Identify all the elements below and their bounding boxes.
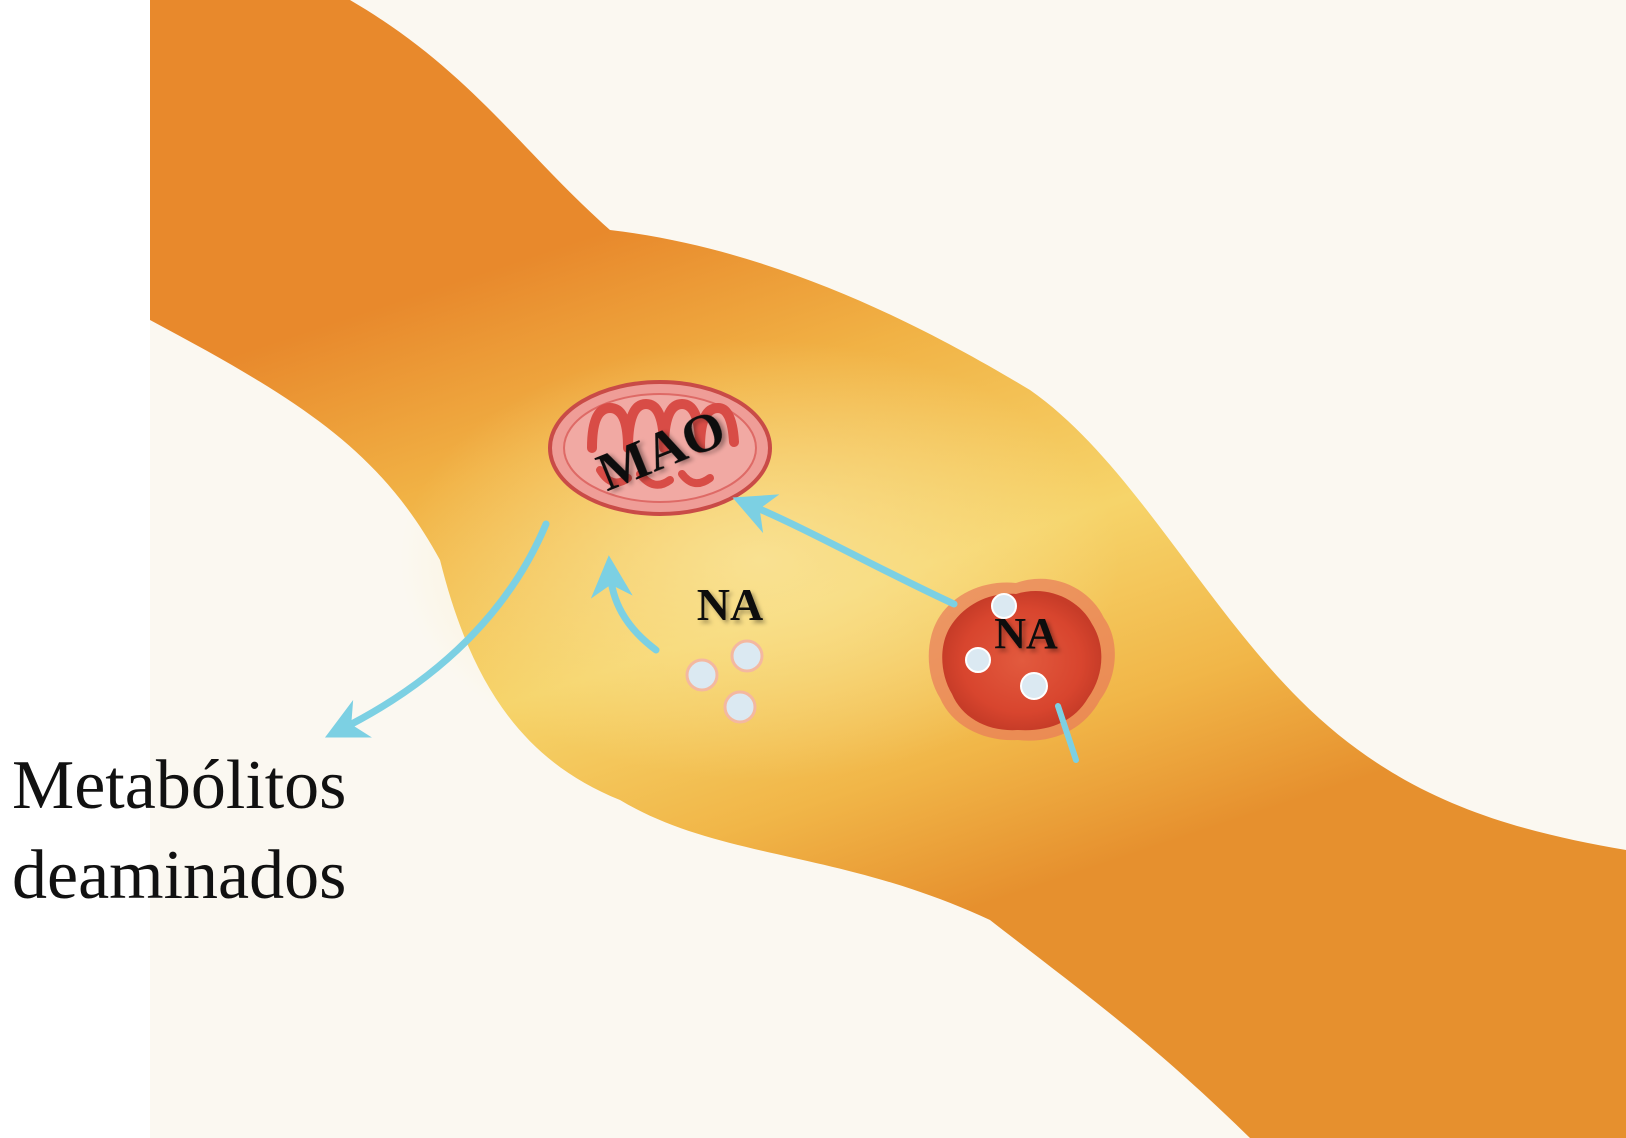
na-vesicle-label: NA <box>994 609 1058 658</box>
metabolites-label-line1: Metabólitos <box>12 747 346 824</box>
na-free-label: NA <box>697 579 763 630</box>
metabolites-label-line2: deaminados <box>12 837 346 914</box>
